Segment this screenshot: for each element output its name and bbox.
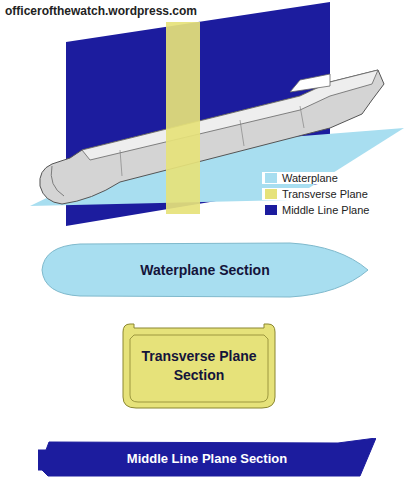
legend-swatch — [265, 205, 277, 215]
legend-text: Middle Line Plane — [282, 204, 369, 216]
ship-hull — [40, 70, 384, 204]
section-shape: Waterplane Section — [40, 240, 370, 300]
legend-text: Waterplane — [282, 172, 338, 184]
section-title: Middle Line Plane Section — [127, 451, 287, 466]
transverse-plane — [166, 22, 200, 214]
legend-swatch — [265, 173, 277, 183]
watermark: officerofthewatch.wordpress.com — [5, 4, 197, 18]
section-title: Waterplane Section — [140, 262, 269, 278]
legend-row: Middle Line Plane — [262, 204, 372, 216]
legend-text: Transverse Plane — [282, 188, 368, 200]
section-title: Transverse Plane Section — [137, 347, 261, 385]
section-outline — [122, 323, 276, 409]
section-shape: Transverse Plane Section — [122, 323, 276, 409]
legend-swatch — [265, 189, 277, 199]
legend-row: Waterplane — [262, 172, 341, 184]
legend-row: Transverse Plane — [262, 188, 371, 200]
section-shape: Middle Line Plane Section — [38, 438, 376, 478]
